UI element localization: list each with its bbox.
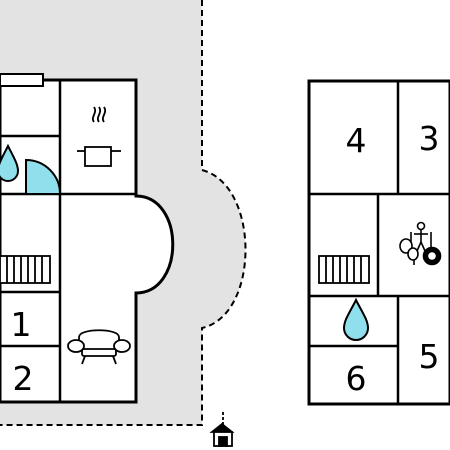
sofa-living-room-icon [67,329,131,365]
radiator-heater-icon [0,255,51,284]
radiator-heater-icon [318,255,370,284]
door-swing-icon [25,158,62,195]
window [0,73,44,87]
room-number-3: 3 [419,119,440,158]
upper-floor-plan: 4 3 6 5 [307,79,450,406]
upper-floor-house-outline [307,79,450,406]
kitchen-cooking-pot-icon [77,106,121,167]
house-entrance-arrow-icon [209,412,235,447]
room-number-2: 2 [13,359,34,398]
ground-floor-house-outline [0,78,175,404]
room-number-1: 1 [11,305,32,344]
ground-floor-interior-walls [0,80,136,402]
terrace-dashed-border [0,0,247,426]
room-number-4: 4 [346,121,367,160]
upper-floor-interior-walls [309,81,450,404]
bathroom-water-drop-icon [0,143,20,182]
room-number-5: 5 [419,337,440,376]
bathroom-water-drop-icon [342,297,370,341]
game-room-table-tennis-football-billiards-icon [399,221,442,266]
room-number-6: 6 [346,359,367,398]
ground-floor-plan: 1 2 [0,0,247,447]
